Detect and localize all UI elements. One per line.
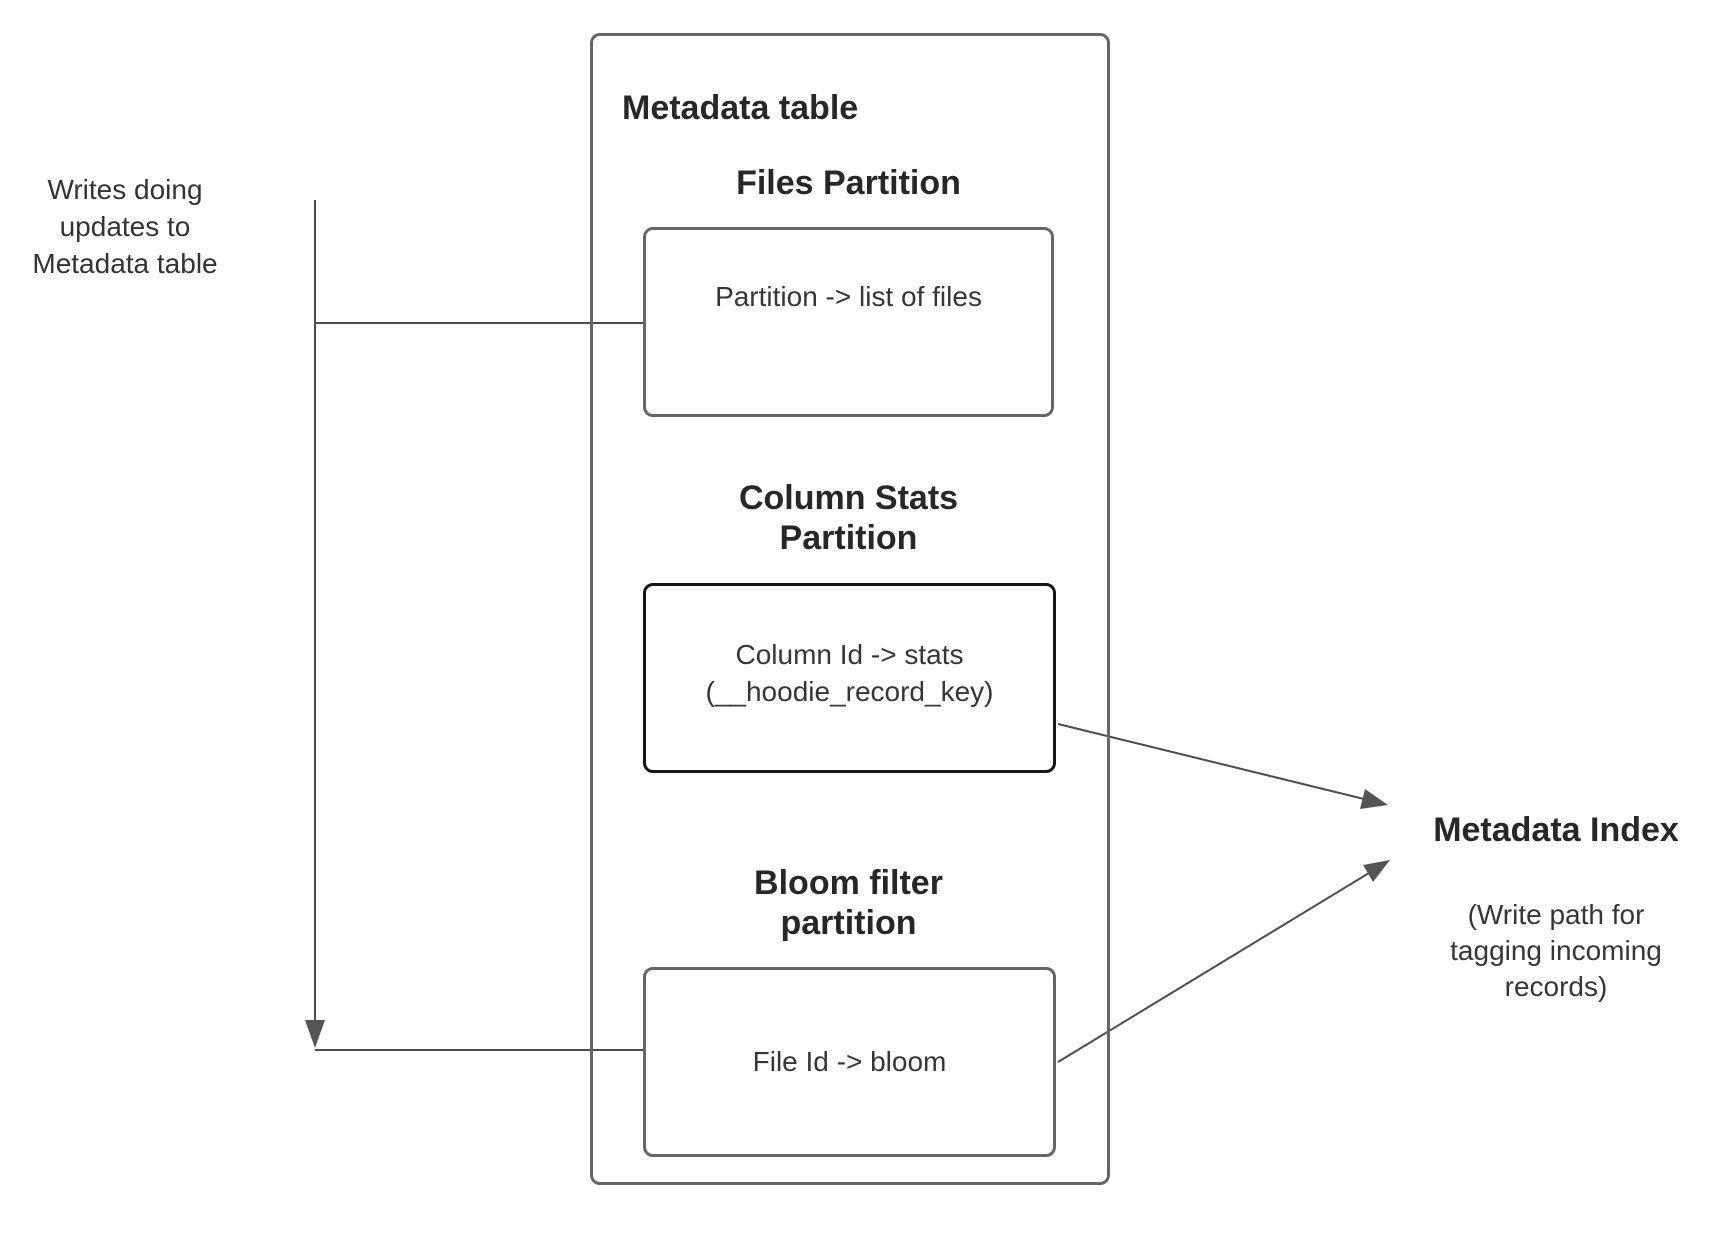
writes-note-line: updates to: [59, 211, 191, 242]
bloom-filter-text-line: File Id -> bloom: [752, 1046, 947, 1077]
down-arrowhead-icon: [305, 1020, 325, 1048]
writes-note: Writes doing updates to Metadata table: [10, 171, 240, 282]
files-partition-text-line: Partition -> list of files: [715, 281, 982, 312]
bloom-filter-box: [643, 967, 1056, 1157]
writes-note-line: Writes doing: [47, 174, 203, 205]
metadata-index-subtitle: (Write path for tagging incoming records…: [1400, 897, 1712, 1005]
metadata-index-subtitle-line: (Write path for: [1467, 899, 1645, 930]
files-partition-heading-line: Files Partition: [736, 164, 961, 202]
bloom-filter-text: File Id -> bloom: [643, 1043, 1056, 1080]
column-stats-box: [643, 583, 1056, 773]
metadata-index-subtitle-line: records): [1504, 971, 1608, 1002]
writes-note-line: Metadata table: [32, 248, 218, 279]
metadata-index-title: Metadata Index: [1433, 811, 1679, 849]
metadata-index-subtitle-line: tagging incoming: [1450, 935, 1662, 966]
files-partition-box: [643, 227, 1054, 417]
right-arrowhead-lower-icon: [1363, 860, 1390, 882]
bloom-filter-heading-line: Bloom filter: [754, 864, 943, 902]
bloom-filter-heading-line: partition: [780, 904, 917, 942]
right-arrowhead-upper-icon: [1360, 789, 1388, 809]
column-stats-text-line: (__hoodie_record_key): [705, 676, 994, 707]
metadata-table-box: [590, 33, 1110, 1185]
files-partition-heading: Files Partition: [643, 163, 1054, 203]
column-stats-heading-line: Column Stats: [738, 479, 959, 517]
column-stats-heading-line: Partition: [779, 519, 918, 557]
column-stats-heading: Column Stats Partition: [643, 478, 1054, 558]
column-stats-text: Column Id -> stats (__hoodie_record_key): [643, 636, 1056, 710]
bloom-filter-heading: Bloom filter partition: [643, 863, 1054, 943]
metadata-table-title: Metadata table: [622, 89, 859, 127]
files-partition-text: Partition -> list of files: [643, 278, 1054, 315]
column-stats-text-line: Column Id -> stats: [735, 639, 964, 670]
